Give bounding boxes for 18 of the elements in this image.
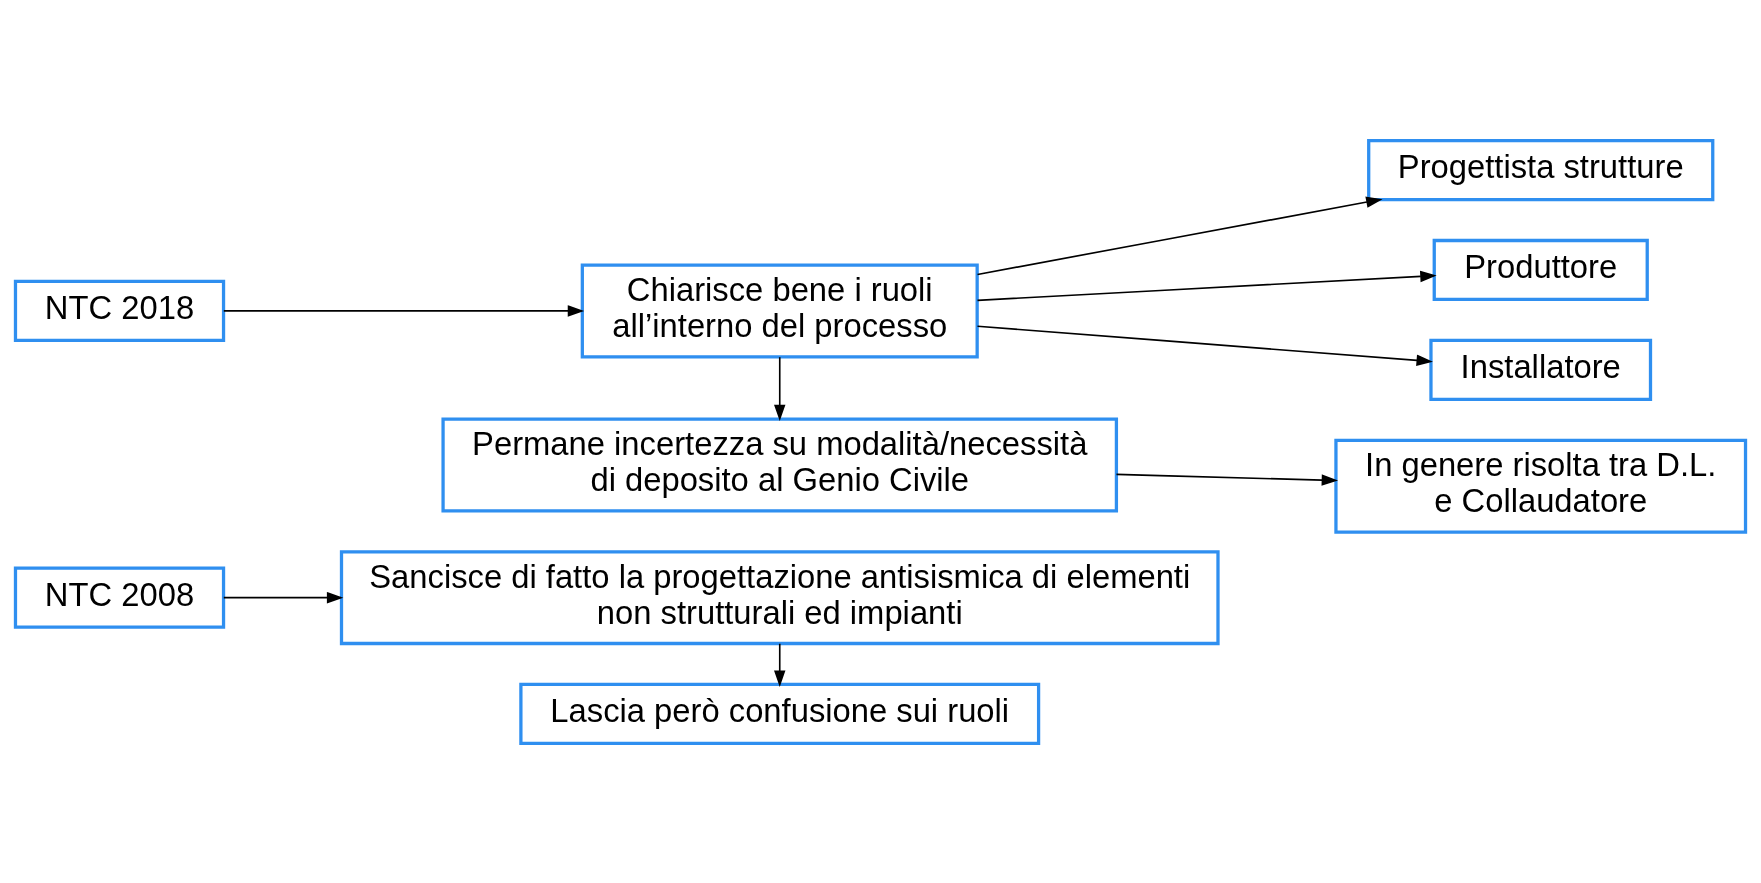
node-box: Produttore <box>1432 238 1649 301</box>
arrow <box>1115 473 1339 486</box>
node-box: In genere risolta tra D.L. e Collaudatore <box>1334 438 1748 534</box>
arrow <box>976 196 1383 275</box>
node-box: Sancisce di fatto la progettazione antisismica di elementi non strutturali ed impianti <box>339 549 1220 645</box>
node-box: Permane incertezza su modalità/necessità di deposito al Genio Civile <box>441 416 1119 512</box>
arrow <box>774 355 786 421</box>
arrow <box>774 642 786 687</box>
node-box: Installatore <box>1429 338 1653 401</box>
node-box: Chiarisce bene i ruoli all’interno del processo <box>580 262 979 358</box>
node-box: NTC 2018 <box>13 279 226 342</box>
arrow <box>976 270 1437 301</box>
node-box: NTC 2008 <box>13 566 226 629</box>
node-box: Lascia però confusione sui ruoli <box>519 682 1041 745</box>
arrow <box>223 591 344 603</box>
arrow <box>976 324 1433 366</box>
node-box: Progettista strutture <box>1367 138 1715 201</box>
arrow <box>223 304 585 317</box>
